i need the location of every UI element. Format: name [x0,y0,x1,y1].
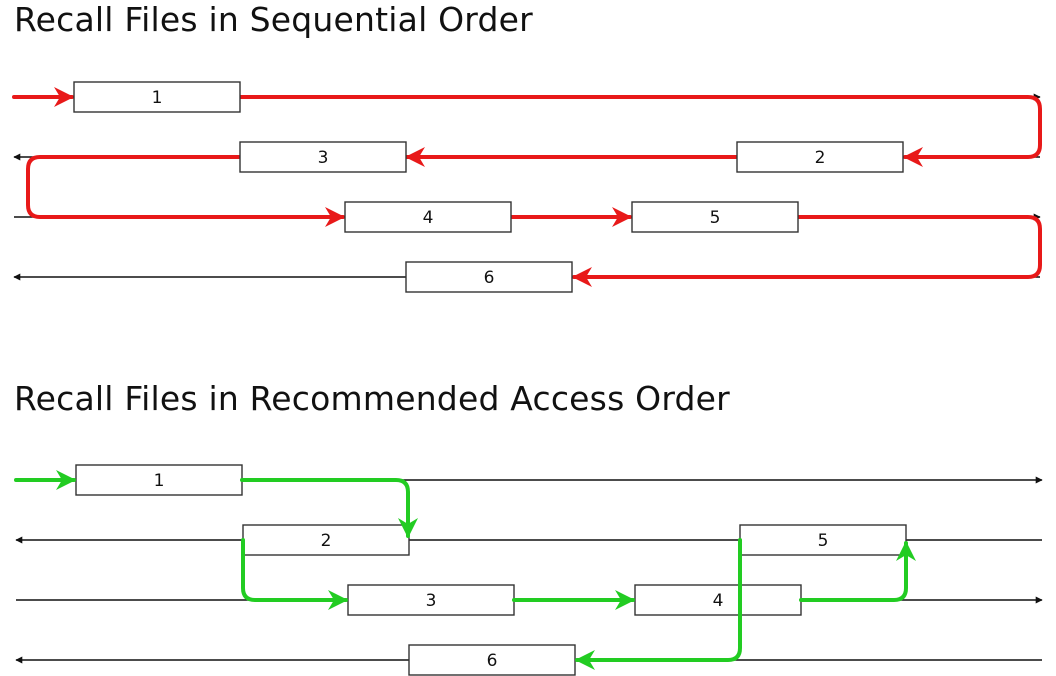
file-label: 4 [713,591,724,611]
file-box-1: 1 [73,81,241,113]
recommended-order-title: Recall Files in Recommended Access Order [14,379,730,418]
file-box-5: 5 [631,201,799,233]
file-box-4: 4 [344,201,512,233]
file-label: 6 [484,268,495,288]
file-label: 4 [423,208,434,228]
file-label: 2 [815,148,826,168]
sequential-recall-path [12,87,1042,287]
file-box-5: 5 [739,524,907,556]
file-label: 5 [710,208,721,228]
file-label: 3 [318,148,329,168]
recommended-tracks [15,476,1043,664]
recommended-recall-path [14,470,916,670]
sequential-diagram: 1 2 3 4 5 6 [12,81,1042,293]
file-box-6: 6 [408,644,576,676]
file-label: 6 [487,651,498,671]
file-box-1: 1 [75,464,243,496]
file-box-6: 6 [405,261,573,293]
file-label: 2 [321,531,332,551]
sequential-tracks [13,93,1041,281]
recommended-diagram: 1 2 3 4 5 6 [14,464,1043,676]
path-file-1-to-file-2 [238,95,1042,167]
path-file-5-to-file-6 [572,215,1042,287]
path-file-3-to-file-4 [26,155,345,227]
file-label: 1 [154,471,165,491]
file-box-3: 3 [347,584,515,616]
file-label: 1 [152,88,163,108]
file-box-2: 2 [736,141,904,173]
path-file-1-to-file-2 [240,478,418,538]
file-label: 5 [818,531,829,551]
sequential-order-title: Recall Files in Sequential Order [14,0,533,39]
file-box-3: 3 [239,141,407,173]
path-file-5-to-file-6 [575,538,742,670]
file-box-4: 4 [634,584,802,616]
path-file-2-to-file-3 [241,538,348,610]
path-file-4-to-file-5 [799,541,916,602]
file-label: 3 [426,591,437,611]
file-box-2: 2 [242,524,410,556]
